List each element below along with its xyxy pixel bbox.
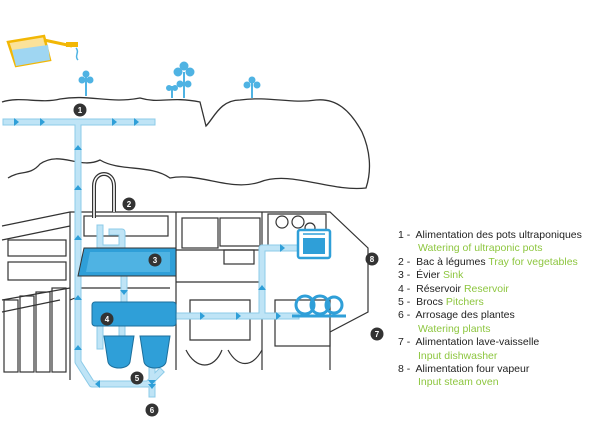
legend-number: 8 -	[398, 363, 411, 376]
sink	[77, 247, 177, 277]
plant-icon	[166, 85, 178, 98]
marker-7: 7	[370, 327, 384, 341]
legend-item-8-en: Input steam oven	[398, 376, 603, 389]
water-pipes	[2, 118, 302, 398]
legend-french: Brocs	[416, 296, 443, 309]
legend-item-2: 2 - Bac à légumes Tray for vegetables	[398, 256, 603, 269]
legend-french: Réservoir	[416, 282, 462, 295]
svg-text:7: 7	[375, 330, 380, 339]
legend-item-7: 7 - Alimentation lave-vaisselle	[398, 336, 603, 349]
legend-item-8: 8 - Alimentation four vapeur	[398, 363, 603, 376]
legend-item-6-en: Watering plants	[398, 323, 603, 336]
planter-outline	[1, 96, 371, 190]
legend-number: 5 -	[398, 296, 411, 309]
legend-english: Watering of ultraponic pots	[418, 242, 543, 255]
legend-number: 6 -	[398, 309, 411, 322]
plant-icon	[78, 70, 94, 96]
number-markers: 1 2 3 4 5 6 7 8	[73, 103, 384, 417]
svg-text:6: 6	[150, 406, 155, 415]
plant-icon	[243, 76, 261, 98]
legend-item-3: 3 - Évier Sink	[398, 269, 603, 282]
legend-number: 2 -	[398, 255, 411, 268]
steam-oven-icon	[296, 228, 332, 260]
watering-can-icon	[6, 34, 79, 68]
svg-text:8: 8	[370, 255, 375, 264]
legend-french: Arrosage des plantes	[415, 309, 515, 322]
legend-english: Input dishwasher	[418, 349, 498, 362]
legend-number: 1 -	[398, 229, 411, 241]
legend: 1 - Alimentation des pots ultraponiques …	[398, 229, 603, 390]
legend-english: Watering plants	[418, 322, 491, 335]
svg-text:3: 3	[153, 256, 158, 265]
marker-5: 5	[130, 371, 144, 385]
legend-english: Sink	[442, 269, 464, 282]
svg-text:4: 4	[105, 315, 110, 324]
marker-4: 4	[100, 312, 114, 326]
legend-french: Alimentation des pots ultraponiques	[415, 229, 582, 241]
marker-2: 2	[122, 197, 136, 211]
marker-1: 1	[73, 103, 87, 117]
marker-6: 6	[145, 403, 159, 417]
marker-3: 3	[148, 253, 162, 267]
legend-number: 3 -	[398, 269, 411, 282]
legend-french: Alimentation four vapeur	[415, 363, 530, 376]
legend-item-5: 5 - Brocs Pitchers	[398, 296, 603, 309]
legend-item-1-en: Watering of ultraponic pots	[398, 242, 603, 255]
legend-english: Input steam oven	[418, 376, 499, 389]
plant-icon	[173, 61, 195, 98]
svg-text:2: 2	[127, 200, 132, 209]
legend-item-1: 1 - Alimentation des pots ultraponiques	[398, 229, 603, 242]
pitchers	[103, 335, 171, 369]
legend-english: Tray for vegetables	[488, 255, 578, 268]
legend-item-6: 6 - Arrosage des plantes	[398, 309, 603, 322]
legend-french: Bac à légumes	[416, 255, 486, 268]
dishwasher-icon	[292, 294, 346, 318]
legend-english: Reservoir	[463, 282, 509, 295]
svg-text:1: 1	[78, 106, 83, 115]
legend-item-7-en: Input dishwasher	[398, 350, 603, 363]
legend-french: Alimentation lave-vaisselle	[415, 336, 540, 349]
plant-icons	[78, 61, 261, 98]
legend-number: 7 -	[398, 336, 411, 349]
legend-item-4: 4 - Réservoir Reservoir	[398, 283, 603, 296]
marker-8: 8	[365, 252, 379, 266]
svg-text:5: 5	[135, 374, 140, 383]
legend-number: 4 -	[398, 282, 411, 295]
legend-english: Pitchers	[445, 296, 484, 309]
legend-french: Évier	[416, 269, 441, 282]
